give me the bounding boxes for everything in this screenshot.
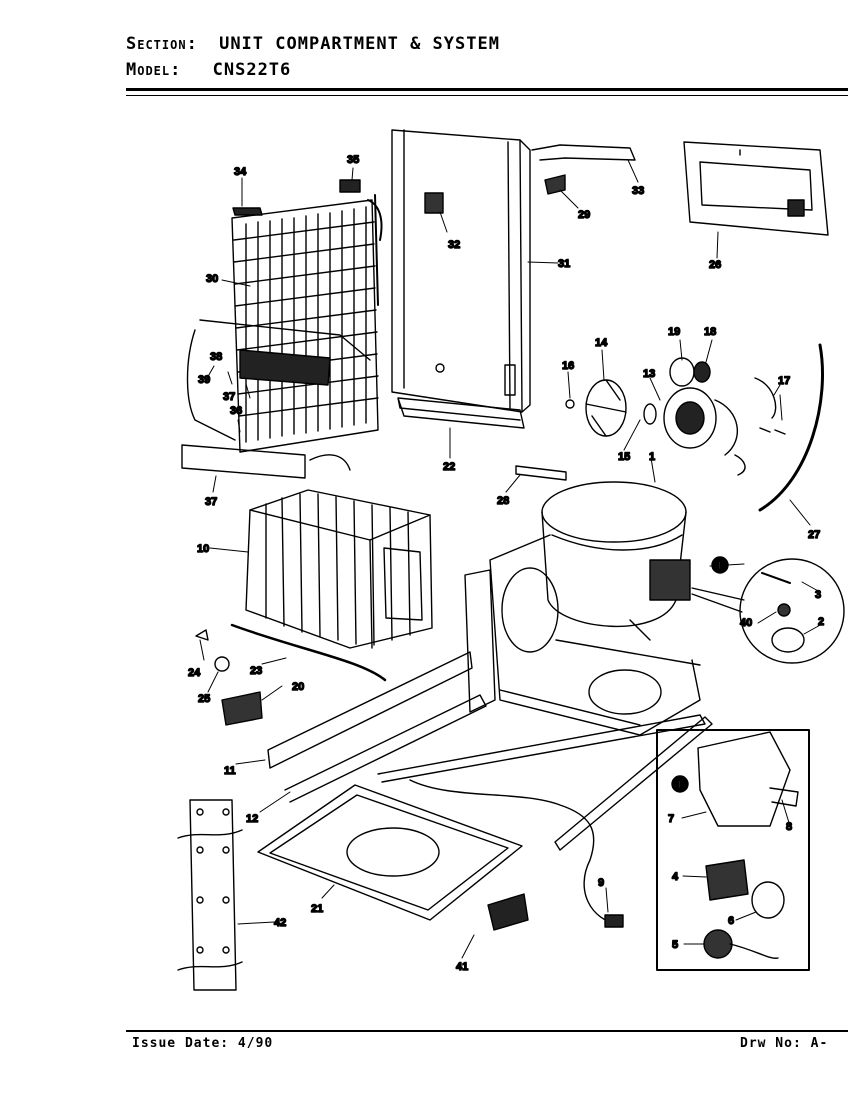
callout-17: 17	[778, 375, 790, 387]
callout-2: 2	[818, 616, 824, 628]
section-label: Section:	[126, 34, 198, 54]
callout-16: 16	[562, 360, 574, 372]
callout-12: 12	[246, 813, 258, 825]
callout-32: 32	[448, 239, 460, 251]
callout-22: 22	[443, 461, 455, 473]
callout-42: 42	[274, 917, 286, 929]
callout-33: 33	[632, 185, 644, 197]
callout-39: 39	[198, 374, 210, 386]
header-rule-thin	[126, 95, 848, 96]
callout-31: 31	[558, 258, 570, 270]
issue-date: Issue Date: 4/90	[132, 1036, 274, 1051]
condenser-coil	[181, 194, 383, 479]
base-frame-rails	[267, 569, 713, 851]
drain-trough	[397, 397, 525, 429]
callout-24: 24	[188, 667, 201, 679]
inset-title-marker	[671, 775, 689, 793]
condenser-fan-assembly	[565, 343, 824, 512]
callout-3: 3	[815, 589, 821, 601]
callout-40: 40	[740, 617, 752, 629]
callout-30: 30	[206, 273, 218, 285]
callout-8: 8	[786, 821, 792, 833]
callout-37: 37	[223, 391, 235, 403]
callout-21: 21	[311, 903, 323, 915]
capacitor-part-41	[487, 893, 529, 931]
section-line: Section: UNIT COMPARTMENT & SYSTEM	[126, 34, 500, 54]
drain-tube	[531, 144, 636, 161]
callout-5: 5	[672, 939, 678, 951]
power-cord	[409, 779, 621, 926]
clip-part-35	[339, 179, 361, 193]
callout-26: 26	[709, 259, 721, 271]
callout-1: 1	[649, 451, 655, 463]
callout-13: 13	[643, 368, 655, 380]
grommet-part-25	[214, 656, 230, 672]
model-label: Model:	[126, 60, 182, 80]
mounting-strip	[177, 799, 243, 991]
callout-35: 35	[347, 154, 359, 166]
relay-inset-box	[656, 729, 810, 971]
callout-19: 19	[668, 326, 680, 338]
inset-title-marker-label: 1	[676, 779, 682, 791]
callout-leaders	[199, 159, 823, 959]
relay-part-20	[221, 691, 263, 726]
overload-detail-circle	[691, 558, 845, 664]
callout-15: 15	[618, 451, 630, 463]
drain-pan	[257, 784, 523, 921]
callout-29: 29	[578, 209, 590, 221]
control-box-cover	[683, 141, 829, 236]
footer-rule	[126, 1030, 848, 1032]
tube-clip	[544, 174, 566, 195]
callout-10: 10	[197, 543, 209, 555]
inset-reference-marker-label: 1	[716, 560, 722, 572]
rear-access-panel	[391, 129, 531, 413]
model-line: Model: CNS22T6	[126, 60, 291, 80]
callout-41: 41	[456, 961, 468, 973]
callout-20: 20	[292, 681, 304, 693]
clip-part-24	[195, 629, 209, 641]
callout-36: 36	[230, 405, 242, 417]
header-rule-thick	[126, 88, 848, 91]
callout-11: 11	[224, 765, 236, 777]
callout-34: 34	[234, 166, 247, 178]
callout-14: 14	[595, 337, 608, 349]
callout-4: 4	[672, 871, 679, 883]
callout-37b: 37	[205, 496, 217, 508]
callout-25: 25	[198, 693, 210, 705]
compressor	[541, 481, 691, 641]
cord-plug	[604, 914, 624, 928]
callout-27: 27	[808, 529, 820, 541]
callout-9: 9	[598, 877, 604, 889]
section-title: UNIT COMPARTMENT & SYSTEM	[219, 34, 500, 54]
callout-7: 7	[668, 813, 674, 825]
tube-part-28	[515, 465, 567, 481]
callout-18: 18	[704, 326, 716, 338]
callout-23: 23	[250, 665, 262, 677]
bracket-part-34	[232, 207, 263, 216]
callout-38: 38	[210, 351, 222, 363]
callout-6: 6	[728, 915, 734, 927]
callout-28: 28	[497, 495, 509, 507]
defrost-water-pan	[245, 489, 433, 649]
drawing-number: Drw No: A-	[740, 1036, 829, 1051]
model-number: CNS22T6	[212, 60, 292, 80]
tube-part-23	[230, 623, 387, 682]
inset-reference-marker	[711, 556, 729, 574]
